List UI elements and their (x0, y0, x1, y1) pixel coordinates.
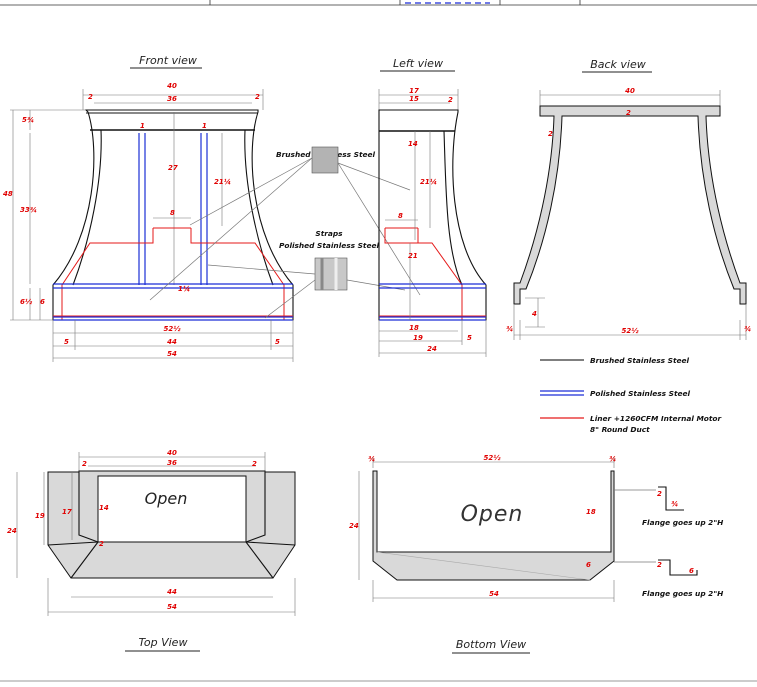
callout-straps: Straps (315, 229, 343, 238)
top-dim-24: 24 (7, 527, 17, 535)
bottom-dim-6: 6 (586, 561, 591, 569)
legend-polished: Polished Stainless Steel (590, 389, 691, 398)
front-straps (138, 133, 208, 285)
front-liner (53, 227, 293, 320)
bottom-view-title: Bottom View (456, 638, 526, 651)
top-dim-19: 19 (35, 512, 45, 520)
top-view: 40 36 2 2 Open 14 2 24 19 17 44 54 Top V… (7, 449, 296, 652)
flange-dim-6: 6 (689, 567, 694, 575)
top-dim-2-front: 2 (99, 540, 104, 548)
front-dim-27: 27 (168, 164, 178, 172)
top-dim-54: 54 (167, 603, 177, 611)
front-dim-1-1-4: 1¼ (178, 285, 190, 293)
front-dim-6: 6 (40, 298, 45, 306)
back-dim-3-4a: ¾ (506, 325, 513, 333)
polished-swatch (314, 257, 348, 291)
back-view-title: Back view (590, 58, 646, 71)
left-view: Left view 17 15 2 14 21¼ 8 21 18 (378, 57, 487, 357)
top-dim-44: 44 (167, 588, 177, 596)
flange-dim-3-4: ¾ (671, 500, 678, 508)
bottom-dim-3-4b: ¾ (609, 455, 616, 463)
left-dim-5: 5 (467, 334, 472, 342)
top-dim-14: 14 (99, 504, 109, 512)
front-dim-48: 48 (3, 190, 13, 198)
front-dim-1b: 1 (202, 122, 207, 130)
flange-dim-2a: 2 (657, 490, 662, 498)
front-dim-21-1-4: 21¼ (214, 178, 231, 186)
front-dim-2b: 2 (255, 93, 260, 101)
front-dim-6-1-2: 6½ (20, 298, 33, 306)
legend-liner-1: Liner +1260CFM Internal Motor (590, 414, 722, 423)
front-dim-8: 8 (170, 209, 175, 217)
back-dim-3-4b: ¾ (744, 325, 751, 333)
top-dim-2a: 2 (82, 460, 87, 468)
front-dim-54: 54 (167, 350, 177, 358)
front-view-title: Front view (139, 54, 197, 67)
flange-upper-label: Flange goes up 2"H (642, 518, 724, 527)
top-view-title: Top View (139, 636, 188, 649)
back-view: Back view 40 2 2 4 ¾ 52½ ¾ (506, 58, 751, 340)
front-dim-40: 40 (167, 82, 177, 90)
left-dim-15: 15 (409, 95, 419, 103)
front-dim-2a: 2 (88, 93, 93, 101)
front-dim-44: 44 (167, 338, 177, 346)
callouts: Brushed Stainless Steel Straps Polished … (149, 146, 421, 319)
bottom-dim-54: 54 (489, 590, 499, 598)
front-dim-1a: 1 (140, 122, 145, 130)
top-dim-2b: 2 (252, 460, 257, 468)
legend: Brushed Stainless Steel Polished Stainle… (540, 356, 722, 434)
top-dim-17: 17 (62, 508, 72, 516)
bottom-open-label: Open (461, 502, 524, 527)
legend-liner-2: 8" Round Duct (590, 425, 650, 434)
left-dim-24: 24 (427, 345, 437, 353)
front-dim-33-3-4: 33¾ (20, 206, 37, 214)
bottom-dim-52-1-2: 52½ (484, 454, 502, 462)
flange-lower-label: Flange goes up 2"H (642, 589, 724, 598)
bottom-dim-18: 18 (586, 508, 596, 516)
legend-brushed: Brushed Stainless Steel (590, 356, 690, 365)
left-dim-17: 17 (409, 87, 419, 95)
brushed-swatch (311, 146, 339, 174)
back-dim-2-side: 2 (548, 130, 553, 138)
back-dim-4: 4 (532, 310, 537, 318)
top-dim-36: 36 (167, 459, 177, 467)
front-dim-5-3-4: 5¾ (22, 116, 34, 124)
top-dim-40: 40 (167, 449, 177, 457)
left-dim-2: 2 (448, 96, 453, 104)
bottom-dim-24: 24 (349, 522, 359, 530)
left-dim-14: 14 (408, 140, 418, 148)
bottom-dim-3-4a: ¾ (368, 455, 375, 463)
left-dim-18: 18 (409, 324, 419, 332)
bottom-view: ¾ 52½ ¾ Open 24 18 6 54 2 ¾ Flange goes … (349, 454, 724, 654)
top-open-label: Open (145, 489, 188, 508)
left-view-title: Left view (393, 57, 443, 70)
left-dim-21-1-4: 21¼ (420, 178, 437, 186)
back-dim-40: 40 (625, 87, 635, 95)
front-dim-52-1-2: 52½ (164, 325, 182, 333)
flange-dim-2b: 2 (657, 561, 662, 569)
front-view: Front view 40 36 2 2 1 1 27 21¼ (3, 54, 294, 362)
left-dim-8: 8 (398, 212, 403, 220)
back-dim-2-top: 2 (626, 109, 631, 117)
back-dim-52-1-2: 52½ (622, 327, 640, 335)
front-dim-5b: 5 (275, 338, 280, 346)
left-dim-21: 21 (408, 252, 418, 260)
callout-polished: Polished Stainless Steel (279, 241, 380, 250)
left-dim-19: 19 (413, 334, 423, 342)
front-dim-36: 36 (167, 95, 177, 103)
front-dim-5a: 5 (64, 338, 69, 346)
